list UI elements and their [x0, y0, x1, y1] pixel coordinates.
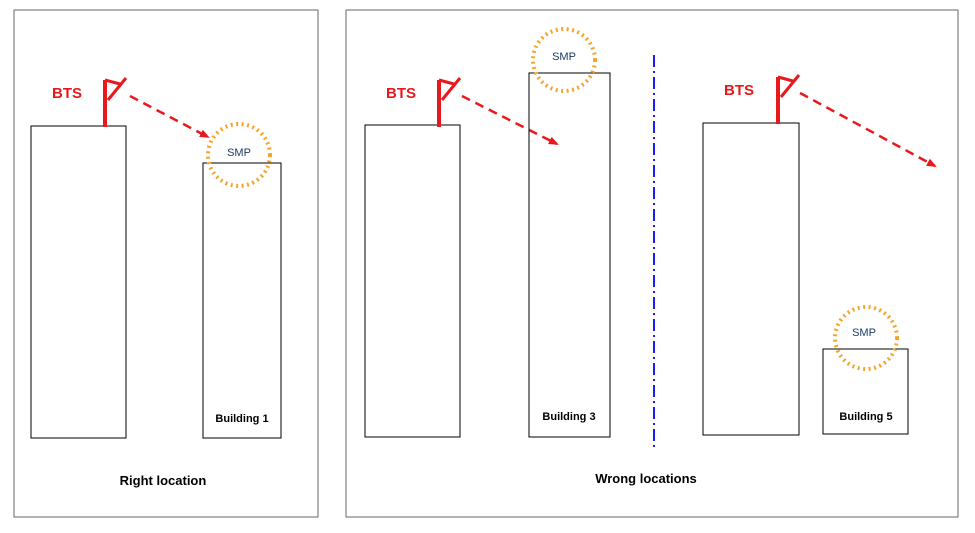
bts-label-left: BTS — [52, 85, 82, 102]
right-location-panel: BTS SMP Building 1 Right location — [13, 9, 319, 518]
building-tall-scenario-b — [702, 122, 800, 436]
smp-ring-building-5 — [833, 305, 899, 371]
smp-label-building-1: SMP — [227, 147, 251, 159]
wrong-locations-caption: Wrong locations — [595, 471, 697, 486]
right-location-caption: Right location — [120, 473, 207, 488]
building-3-label: Building 3 — [542, 411, 595, 423]
panel-frame-left — [13, 9, 319, 518]
smp-label-building-3: SMP — [552, 51, 576, 63]
building-1-label: Building 1 — [215, 413, 268, 425]
building-3 — [528, 72, 611, 438]
signal-arrow-scenario-b — [799, 91, 937, 168]
bts-antenna-scenario-a — [437, 77, 462, 127]
bts-antenna-left — [103, 77, 128, 127]
bts-label-scenario-a: BTS — [386, 85, 416, 102]
signal-arrow-scenario-a — [461, 94, 559, 146]
building-5 — [822, 348, 909, 435]
signal-arrow-left — [129, 94, 210, 139]
wrong-locations-panel: BTS SMP Building 3 BTS SMP Building 5 Wr… — [345, 9, 959, 518]
building-tall-scenario-a — [364, 124, 461, 438]
panel-frame-right — [345, 9, 959, 518]
smp-ring-building-3 — [531, 27, 597, 93]
smp-ring-building-1 — [206, 122, 272, 188]
bts-antenna-scenario-b — [776, 74, 801, 124]
building-1 — [202, 162, 282, 439]
building-tall-left — [30, 125, 127, 439]
smp-label-building-5: SMP — [852, 327, 876, 339]
building-5-label: Building 5 — [839, 411, 892, 423]
bts-label-scenario-b: BTS — [724, 82, 754, 99]
